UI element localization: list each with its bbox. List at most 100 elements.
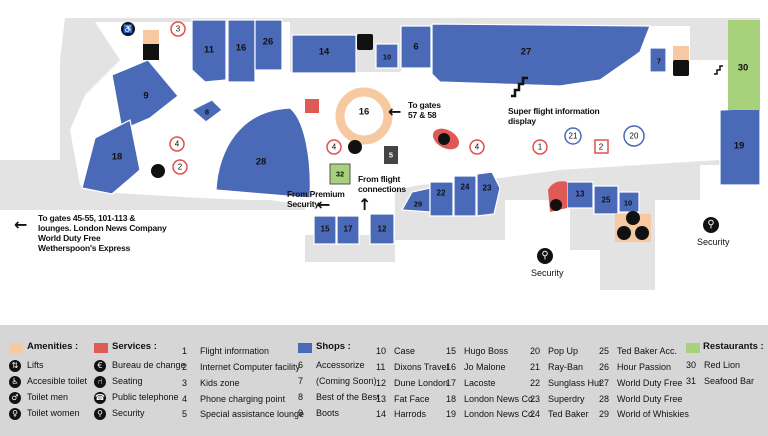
legend-item-toilet-women: ♀Toilet women <box>9 406 80 420</box>
bureau-de-change-icon-map-2 <box>438 133 450 145</box>
accessible-toilet-icon-map-2 <box>151 164 165 178</box>
label-25: 25 <box>602 196 611 205</box>
shop-unit-25 <box>593 185 619 215</box>
seating-icon: ⑁ <box>94 375 106 388</box>
service-circle-4b <box>326 139 342 155</box>
label-14: 14 <box>319 47 330 58</box>
shop-unit-17 <box>336 215 360 245</box>
label-13: 13 <box>576 190 585 199</box>
toilets-icon-map-1 <box>143 44 159 60</box>
label-23: 23 <box>483 184 492 193</box>
security-icon: ⚲ <box>703 217 719 233</box>
label-28: 28 <box>256 157 267 168</box>
shop-unit-9 <box>111 59 179 131</box>
accessible-toilet-icon-map-1 <box>121 22 135 36</box>
shop-unit-7 <box>649 47 667 73</box>
public-telephone-icon: ☎ <box>94 391 106 404</box>
shop-circle-20 <box>623 125 645 147</box>
toilet-women-icon-map <box>617 226 631 240</box>
legend-shop-7: 7(Coming Soon) <box>298 376 377 386</box>
label-24: 24 <box>461 183 470 192</box>
shop-unit-13 <box>566 181 594 209</box>
label-7: 7 <box>657 57 661 66</box>
shop-unit-16 <box>227 19 256 83</box>
accessible-toilet-icon-map-3 <box>626 211 640 225</box>
shop-unit-24 <box>453 175 477 217</box>
legend-item-toilet-men: ♂Toilet men <box>9 390 68 404</box>
shop-unit-14 <box>291 34 357 74</box>
label-19: 19 <box>734 141 745 152</box>
label-10b: 10 <box>624 199 632 208</box>
label-27: 27 <box>521 47 532 58</box>
shop-unit-8 <box>190 99 223 123</box>
stairs-icon-flight-display <box>511 76 528 98</box>
from-premium-security-label: From Premium Security <box>287 189 345 209</box>
svg-text:21: 21 <box>569 132 578 141</box>
shop-unit-27 <box>431 23 651 87</box>
restaurants-heading: Restaurants : <box>703 341 764 352</box>
svg-text:♿: ♿ <box>123 24 133 34</box>
label-10a: 10 <box>383 53 391 62</box>
amenities-heading: Amenities : <box>27 341 79 352</box>
security-icon: ⚲ <box>537 248 553 264</box>
accessible-toilet-icon: ♿ <box>9 375 21 388</box>
telephone-icon-map <box>348 140 362 154</box>
arrow-up-icon: ↑ <box>358 195 372 214</box>
security-icon: ⚲ <box>94 407 106 420</box>
label-6: 6 <box>413 42 418 53</box>
legend-item-bureau: €Bureau de change <box>94 358 186 372</box>
label-22: 22 <box>437 189 446 198</box>
gates-57-58-label: To gates 57 & 58 <box>408 100 441 120</box>
arrow-left-icon: ← <box>317 195 331 214</box>
svg-text:3: 3 <box>176 25 181 34</box>
shop-unit-10-top <box>375 43 399 69</box>
shop-circle-21 <box>564 127 582 145</box>
label-32: 32 <box>336 170 344 179</box>
label-8: 8 <box>205 108 209 117</box>
services-swatch <box>94 343 108 353</box>
svg-text:20: 20 <box>630 132 639 141</box>
legend-item-security: ⚲Security <box>94 406 145 420</box>
shop-unit-23 <box>476 171 501 217</box>
legend-item-seating: ⑁Seating <box>94 374 143 388</box>
label-15: 15 <box>321 225 330 234</box>
label-16b: 16 <box>359 107 370 118</box>
legend-item-accessible-toilet: ♿Accesible toilet <box>9 374 87 388</box>
bureau-de-change-icon-map-1 <box>305 99 319 113</box>
restaurants-swatch <box>686 343 700 353</box>
bureau-de-change-icon-map-3 <box>550 199 562 211</box>
shop-unit-18 <box>81 119 141 195</box>
svg-text:2: 2 <box>599 143 604 152</box>
shop-unit-22 <box>429 181 454 217</box>
toilet-women-icon: ♀ <box>9 407 21 420</box>
stairs-icon-right <box>714 65 723 75</box>
label-16a: 16 <box>236 43 247 54</box>
label-5: 5 <box>389 151 393 160</box>
label-9: 9 <box>143 91 148 102</box>
label-18: 18 <box>112 152 123 163</box>
label-26: 26 <box>263 37 274 48</box>
service-circle-2a <box>172 159 188 175</box>
amenities-swatch <box>9 343 23 353</box>
bureau-de-change-icon: € <box>94 359 106 372</box>
toilet-men-icon-map <box>635 226 649 240</box>
gates-west-label: To gates 45-55, 101-113 & lounges. Londo… <box>38 213 167 253</box>
